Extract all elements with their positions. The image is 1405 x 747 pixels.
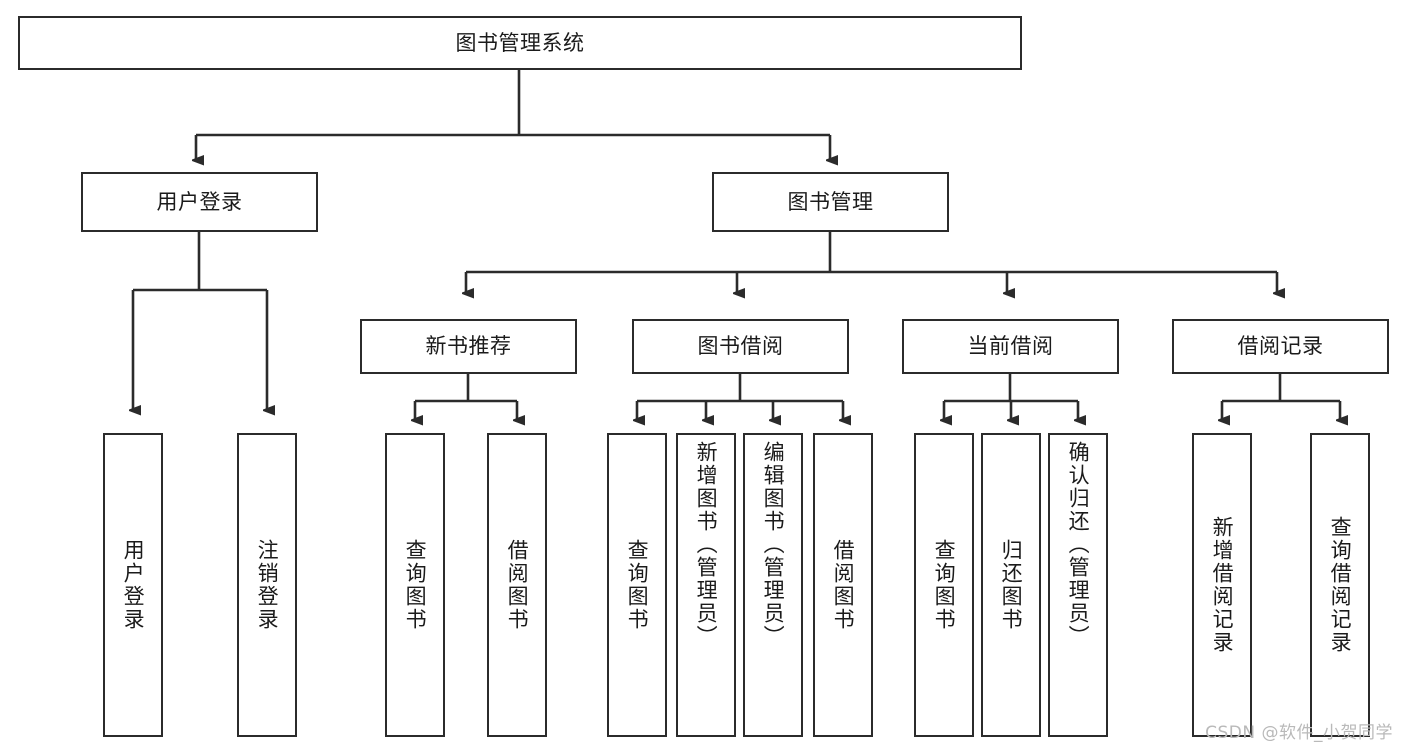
leaf-current-confirm-return-admin[interactable]: 确认归还（管理员） <box>1048 433 1108 737</box>
node-label: 确认归还（管理员） <box>1066 441 1091 648</box>
node-label: 新增图书（管理员） <box>694 441 719 648</box>
node-book-borrow[interactable]: 图书借阅 <box>632 319 849 374</box>
node-label: 借阅图书 <box>831 539 856 631</box>
leaf-current-return-book[interactable]: 归还图书 <box>981 433 1041 737</box>
node-label: 图书借阅 <box>697 334 784 359</box>
node-label: 借阅图书 <box>505 539 530 631</box>
node-root-book-management-system[interactable]: 图书管理系统 <box>18 16 1022 70</box>
node-label: 借阅记录 <box>1237 334 1324 359</box>
node-new-book-recommend[interactable]: 新书推荐 <box>360 319 577 374</box>
node-book-management[interactable]: 图书管理 <box>712 172 949 232</box>
leaf-new-book-query-book[interactable]: 查询图书 <box>385 433 445 737</box>
leaf-borrow-add-book-admin[interactable]: 新增图书（管理员） <box>676 433 736 737</box>
node-user-login[interactable]: 用户登录 <box>81 172 318 232</box>
leaf-borrow-borrow-book[interactable]: 借阅图书 <box>813 433 873 737</box>
watermark: CSDN @软件_小贺同学 <box>1205 723 1393 743</box>
leaf-record-query-borrow-record[interactable]: 查询借阅记录 <box>1310 433 1370 737</box>
leaf-current-query-book[interactable]: 查询图书 <box>914 433 974 737</box>
node-label: 新书推荐 <box>425 334 512 359</box>
node-current-borrow[interactable]: 当前借阅 <box>902 319 1119 374</box>
node-label: 用户登录 <box>121 539 146 631</box>
leaf-user-login-login[interactable]: 用户登录 <box>103 433 163 737</box>
leaf-borrow-query-book[interactable]: 查询图书 <box>607 433 667 737</box>
node-label: 查询图书 <box>403 539 428 631</box>
node-label: 编辑图书（管理员） <box>761 441 786 648</box>
node-borrow-record[interactable]: 借阅记录 <box>1172 319 1389 374</box>
leaf-record-add-borrow-record[interactable]: 新增借阅记录 <box>1192 433 1252 737</box>
node-label: 新增借阅记录 <box>1210 516 1235 654</box>
node-label: 注销登录 <box>255 539 280 631</box>
node-label: 归还图书 <box>999 539 1024 631</box>
node-label: 查询图书 <box>625 539 650 631</box>
node-label: 图书管理系统 <box>455 30 585 55</box>
node-label: 查询图书 <box>932 539 957 631</box>
leaf-new-book-borrow-book[interactable]: 借阅图书 <box>487 433 547 737</box>
node-label: 图书管理 <box>787 189 874 214</box>
node-label: 当前借阅 <box>967 334 1054 359</box>
node-label: 查询借阅记录 <box>1328 516 1353 654</box>
leaf-borrow-edit-book-admin[interactable]: 编辑图书（管理员） <box>743 433 803 737</box>
leaf-user-login-logout[interactable]: 注销登录 <box>237 433 297 737</box>
node-label: 用户登录 <box>156 189 243 214</box>
